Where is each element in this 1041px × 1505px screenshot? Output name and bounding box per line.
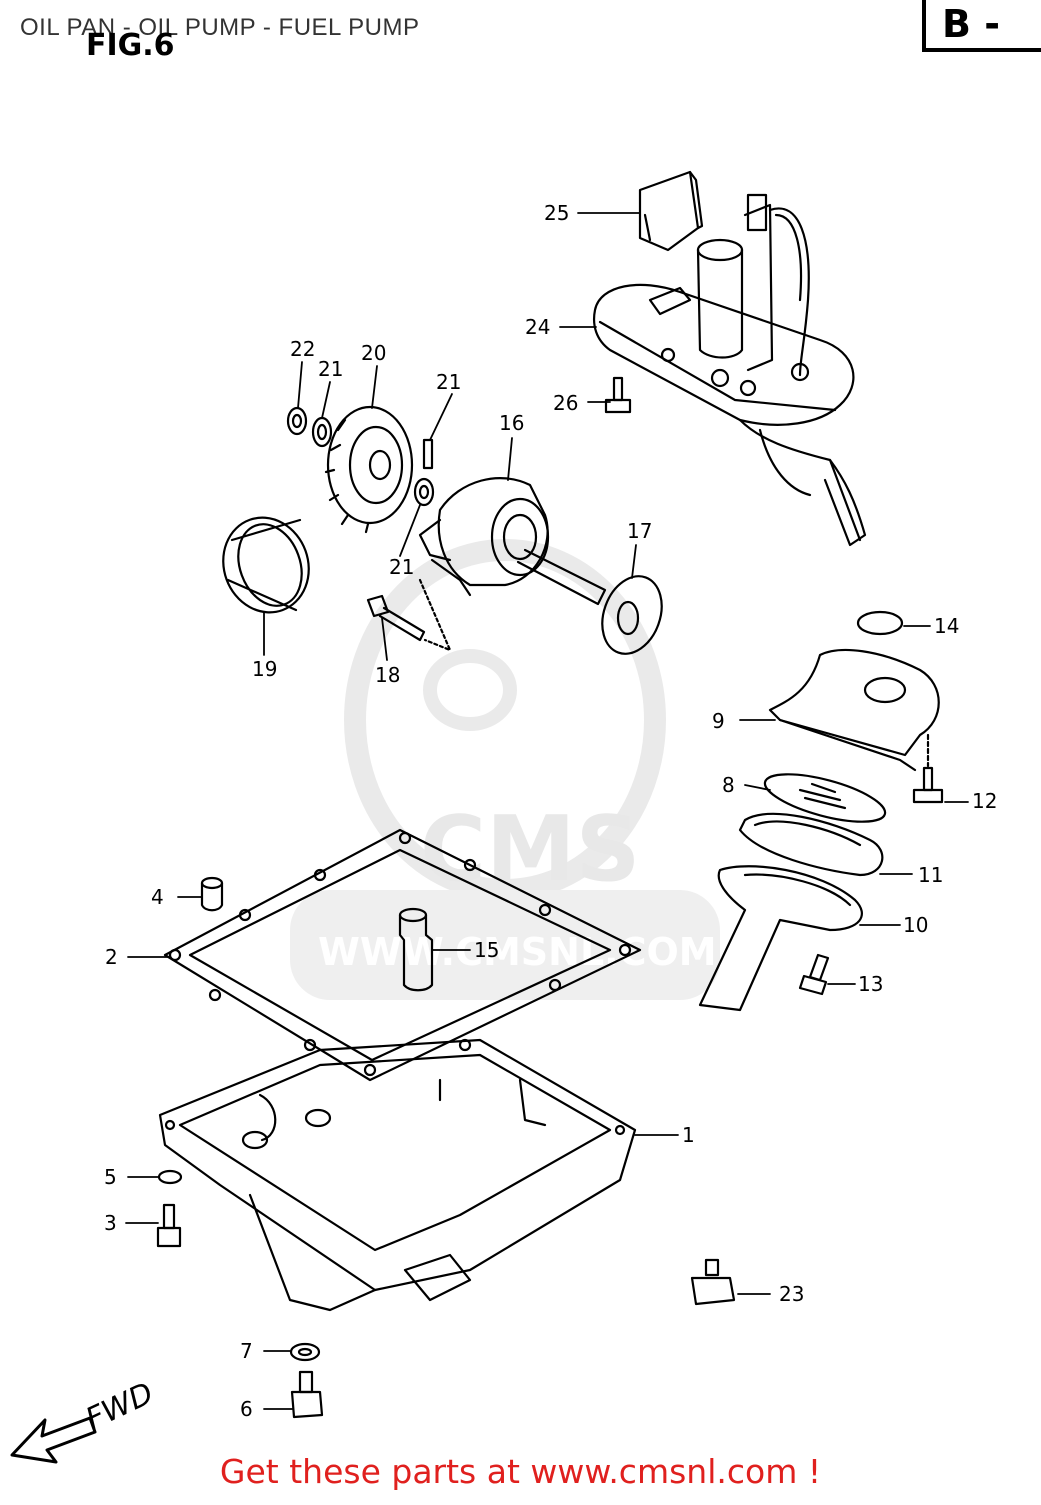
part-16-oil-pump (418, 477, 607, 606)
callout-21-upper: 21 (318, 357, 343, 381)
figure-label: FIG.6 (86, 28, 175, 63)
section-box (922, 0, 1041, 52)
part-11-gasket (738, 812, 884, 877)
page-title: OIL PAN - OIL PUMP - FUEL PUMP (20, 14, 420, 41)
callout-23: 22 (290, 337, 315, 361)
part-25-fuel-pump-assembly (593, 193, 867, 547)
callout-8: 8 (722, 773, 735, 797)
part-3-bolt (156, 1203, 182, 1248)
callout-26: 25 (544, 201, 569, 225)
part-22-pin (422, 438, 434, 470)
section-label: B - (942, 2, 1000, 46)
part-8-strainer-screen (763, 773, 887, 823)
callout-13: 13 (858, 972, 883, 996)
fwd-label: FWD (81, 1376, 159, 1437)
part-20-gear (324, 405, 414, 534)
callout-19: 19 (252, 657, 277, 681)
part-4-dowel (200, 876, 224, 912)
callout-7: 7 (240, 1339, 253, 1363)
part-18-bolt (366, 594, 426, 642)
part-21-washer-upper (311, 416, 333, 448)
part-5-washer (157, 1169, 183, 1185)
callout-17: 17 (627, 519, 652, 543)
part-12-bolt (912, 733, 944, 804)
part-17-gasket (601, 575, 663, 655)
callout-16: 16 (499, 411, 524, 435)
part-10-strainer (698, 865, 863, 1012)
part-13-bolt (798, 953, 830, 996)
callout-27: 26 (553, 391, 578, 415)
part-14-o-ring (856, 610, 904, 636)
watermark: CMS WWW.CMSNL.COM (290, 539, 720, 1000)
callout-10: 10 (903, 913, 928, 937)
part-19-chain (222, 516, 310, 614)
watermark-brand: CMS (420, 797, 640, 902)
part-27-screw (604, 376, 632, 414)
callout-2: 2 (105, 945, 118, 969)
leader-lines (125, 212, 969, 1410)
callout-20: 20 (361, 341, 386, 365)
callout-11: 11 (918, 863, 943, 887)
callout-3: 3 (104, 1211, 117, 1235)
part-24-drain-plug (690, 1258, 736, 1306)
callout-1: 1 (682, 1123, 695, 1147)
callout-labels: 25 24 26 22 21 20 21 16 17 21 18 19 14 9… (81, 201, 998, 1437)
footer-link[interactable]: Get these parts at www.cmsnl.com ! (219, 1452, 822, 1491)
callout-5: 5 (104, 1165, 117, 1189)
part-9-oil-pipe (768, 648, 940, 772)
callout-6: 6 (240, 1397, 253, 1421)
callout-22: 21 (436, 370, 461, 394)
part-1-oil-pan (158, 1038, 637, 1312)
callout-9: 9 (712, 709, 725, 733)
part-15-relief-valve (398, 907, 434, 992)
part-2-oil-pan-gasket (163, 828, 642, 1082)
part-26-connector (638, 170, 704, 252)
part-23-circlip (286, 406, 308, 436)
callout-25: 24 (525, 315, 550, 339)
callout-4: 4 (151, 885, 164, 909)
watermark-url: WWW.CMSNL.COM (318, 930, 717, 974)
callout-18: 18 (375, 663, 400, 687)
part-7-washer (289, 1342, 321, 1362)
fwd-arrow-icon (10, 1416, 97, 1464)
callout-14: 14 (934, 614, 959, 638)
part-21-washer-lower (413, 477, 435, 507)
callout-21-lower: 21 (389, 555, 414, 579)
part-6-drain-plug (290, 1370, 324, 1419)
callout-12: 12 (972, 789, 997, 813)
callout-15: 15 (474, 938, 499, 962)
callout-24: 23 (779, 1282, 804, 1306)
